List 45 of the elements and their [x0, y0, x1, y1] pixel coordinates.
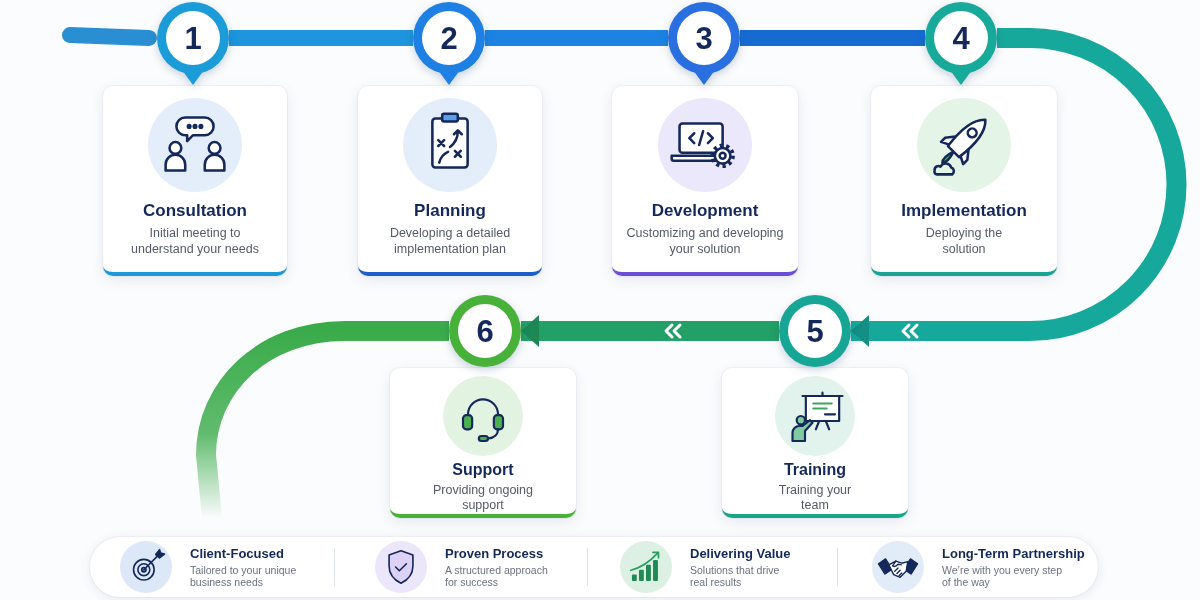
- step-card: [871, 86, 1057, 276]
- track-connector: [849, 28, 1187, 349]
- step-number: 5: [806, 315, 824, 347]
- track-connector: [62, 27, 157, 46]
- step-description: Customizing and developing your solution: [625, 225, 785, 257]
- step-card: [612, 86, 798, 276]
- step-title: Support: [452, 460, 514, 480]
- track-connector: [485, 30, 668, 46]
- step-card: [722, 368, 908, 518]
- step-number: 4: [952, 22, 970, 54]
- feature-description: Tailored to your unique business needs: [190, 563, 298, 589]
- number-ring: [779, 295, 851, 367]
- step-description: Training your team: [777, 483, 853, 513]
- map-pin: [925, 2, 997, 86]
- step-description: Providing ongoing support: [431, 483, 535, 513]
- map-pin: [157, 2, 229, 86]
- feature-description: Solutions that drive real results: [690, 563, 781, 589]
- track-connector: [229, 30, 413, 46]
- feature-title: Proven Process: [445, 545, 544, 562]
- step-description: Initial meeting to understand your needs: [130, 225, 260, 257]
- feature-title: Client-Focused: [190, 545, 284, 562]
- step-card: [103, 86, 287, 276]
- step-description: Deploying the solution: [924, 225, 1004, 257]
- number-ring: [449, 295, 521, 367]
- feature-description: A structured approach for success: [445, 563, 549, 589]
- step-card: [358, 86, 542, 276]
- track-connector: [740, 30, 925, 46]
- feature-title: Delivering Value: [690, 545, 791, 562]
- step-number: 3: [695, 22, 713, 54]
- step-title: Planning: [414, 200, 486, 222]
- step-card: [390, 368, 576, 518]
- step-number: 1: [184, 22, 202, 54]
- map-pin: [413, 2, 485, 86]
- feature-title: Long-Term Partnership: [942, 545, 1085, 562]
- step-description: Developing a detailed implementation plan: [388, 225, 512, 257]
- step-title: Training: [783, 460, 847, 480]
- map-pin: [668, 2, 740, 86]
- feature-panel: [90, 537, 1098, 597]
- step-number: 6: [476, 315, 494, 347]
- track-connector: [519, 313, 779, 349]
- step-title: Consultation: [143, 200, 247, 222]
- feature-description: We’re with you every step of the way: [942, 563, 1064, 589]
- step-title: Development: [651, 200, 759, 222]
- step-number: 2: [440, 22, 458, 54]
- step-title: Implementation: [901, 200, 1027, 222]
